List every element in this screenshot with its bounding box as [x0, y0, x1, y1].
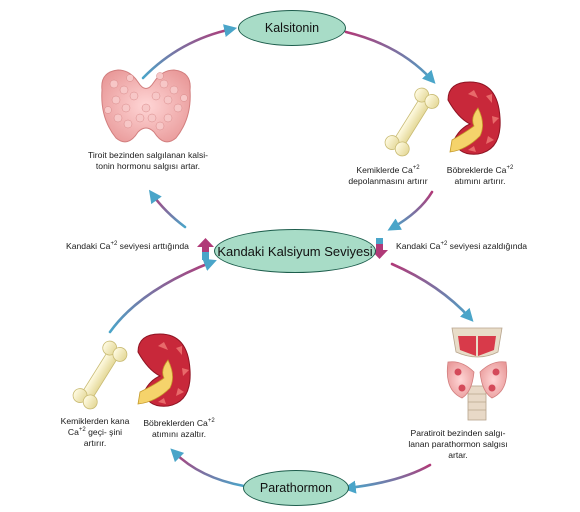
bone-icon-top [384, 87, 440, 157]
arrow-organs-to-center-bottom [108, 258, 217, 334]
kidney-caption-bottom-sup: +2 [207, 418, 215, 425]
right-side-text2: seviyesi azaldığında [447, 241, 528, 251]
bone-caption-bottom-sup: +2 [78, 427, 86, 434]
arrow-parathyroid-to-parathormon [342, 463, 432, 494]
kidney-caption-bottom-text2: atımını azaltır. [152, 429, 206, 439]
bone-caption-top-text2: depolanmasını artırır [348, 176, 428, 186]
parathormon-label: Parathormon [243, 470, 349, 506]
bone-caption-bottom-text2: geçi- şini artırır. [83, 427, 123, 448]
right-side-label: Kandaki Ca+2 seviyesi azaldığında [396, 241, 527, 251]
kalsitonin-label: Kalsitonin [238, 10, 346, 46]
bone-icon-bottom [72, 340, 128, 410]
left-side-label: Kandaki Ca+2 seviyesi arttığında [66, 241, 189, 251]
arrow-center-to-parathyroid [390, 262, 474, 322]
kidney-caption-top-text: Böbreklerde Ca [446, 165, 507, 175]
kidney-caption-top-sup: +2 [506, 165, 514, 172]
right-side-sup: +2 [440, 241, 448, 248]
parathyroid-gland-icon [446, 327, 508, 421]
blood-calcium-level-label: Kandaki Kalsiyum Seviyesi [214, 229, 376, 273]
arrow-organs-to-center [387, 190, 434, 231]
thyroid-gland-icon [101, 69, 191, 143]
cycle-arrows [108, 24, 474, 494]
parathyroid-caption: Paratiroit bezinden salgı- lanan paratho… [408, 428, 508, 460]
arrow-thyroid-down [148, 189, 187, 229]
bone-caption-bottom: Kemiklerden kana Ca+2 geçi- şini artırır… [58, 416, 132, 449]
arrow-parathormon-to-organs [170, 448, 246, 488]
bone-caption-top-sup: +2 [412, 165, 420, 172]
kidney-caption-top-text2: atımını artırır. [454, 176, 506, 186]
left-side-sup: +2 [110, 241, 118, 248]
bone-caption-bottom-text: Kemiklerden kana Ca [60, 416, 130, 437]
arrow-kalsitonin-to-organs [344, 30, 436, 84]
left-side-text: Kandaki Ca [66, 241, 111, 251]
kidney-caption-top: Böbreklerde Ca+2 atımını artırır. [440, 165, 520, 187]
thyroid-caption: Tiroit bezinden salgılanan kalsi- tonin … [87, 150, 209, 171]
left-side-text2: seviyesi arttığında [117, 241, 189, 251]
kidney-caption-bottom: Böbreklerden Ca+2 atımını azaltır. [134, 418, 224, 440]
bone-caption-top-text: Kemiklerde Ca [356, 165, 413, 175]
bone-caption-top: Kemiklerde Ca+2 depolanmasını artırır [344, 165, 432, 187]
arrow-thyroid-to-kalsitonin [141, 24, 238, 80]
up-arrow-icon [197, 238, 214, 260]
kidney-caption-bottom-text: Böbreklerden Ca [143, 418, 208, 428]
right-side-text: Kandaki Ca [396, 241, 441, 251]
kidney-icon-bottom [137, 333, 191, 407]
kidney-icon-top [447, 81, 501, 155]
